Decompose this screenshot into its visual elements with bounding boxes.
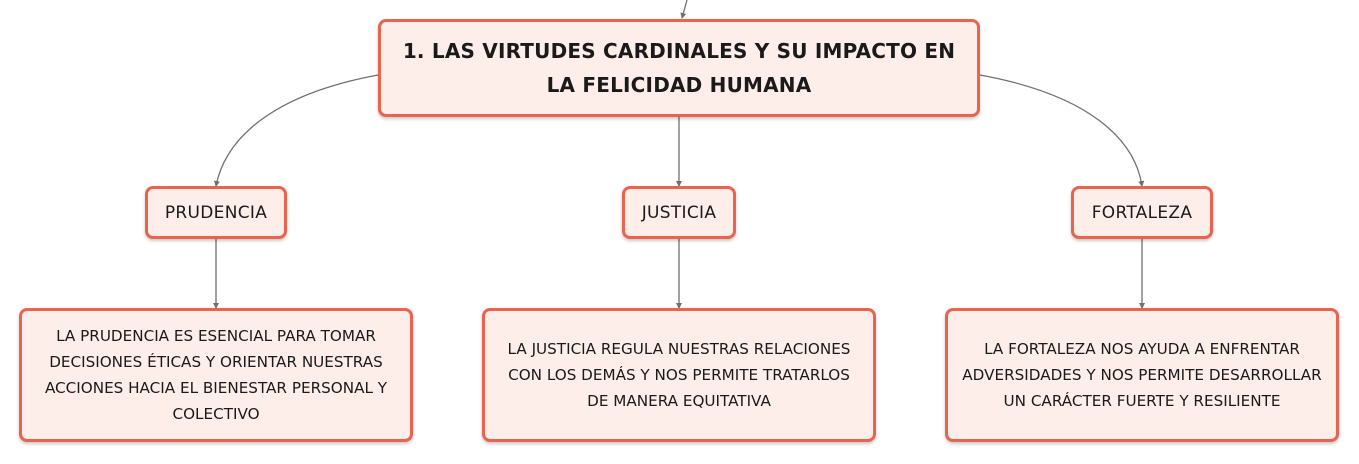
branch-label-fortaleza: FORTALEZA bbox=[1091, 202, 1193, 223]
description-node-prudencia[interactable]: LA PRUDENCIA ES ESENCIAL PARA TOMAR DECI… bbox=[19, 308, 413, 442]
branch-node-prudencia[interactable]: PRUDENCIA bbox=[145, 186, 287, 239]
root-topic-label: 1. LAS VIRTUDES CARDINALES Y SU IMPACTO … bbox=[402, 39, 956, 97]
description-text-justicia: LA JUSTICIA REGULA NUESTRAS RELACIONES C… bbox=[507, 340, 851, 410]
description-text-prudencia: LA PRUDENCIA ES ESENCIAL PARA TOMAR DECI… bbox=[44, 327, 388, 423]
root-topic-node[interactable]: 1. LAS VIRTUDES CARDINALES Y SU IMPACTO … bbox=[378, 19, 980, 117]
branch-node-justicia[interactable]: JUSTICIA bbox=[622, 186, 736, 239]
branch-node-fortaleza[interactable]: FORTALEZA bbox=[1071, 186, 1213, 239]
branch-label-justicia: JUSTICIA bbox=[641, 202, 717, 223]
connector-from-parent bbox=[680, 0, 688, 19]
branch-label-prudencia: PRUDENCIA bbox=[164, 202, 268, 223]
connector-root-to-fortaleza bbox=[979, 74, 1145, 187]
connector-root-to-prudencia bbox=[214, 74, 379, 187]
description-node-justicia[interactable]: LA JUSTICIA REGULA NUESTRAS RELACIONES C… bbox=[482, 308, 876, 442]
description-text-fortaleza: LA FORTALEZA NOS AYUDA A ENFRENTAR ADVER… bbox=[962, 340, 1322, 410]
description-node-fortaleza[interactable]: LA FORTALEZA NOS AYUDA A ENFRENTAR ADVER… bbox=[945, 308, 1339, 442]
